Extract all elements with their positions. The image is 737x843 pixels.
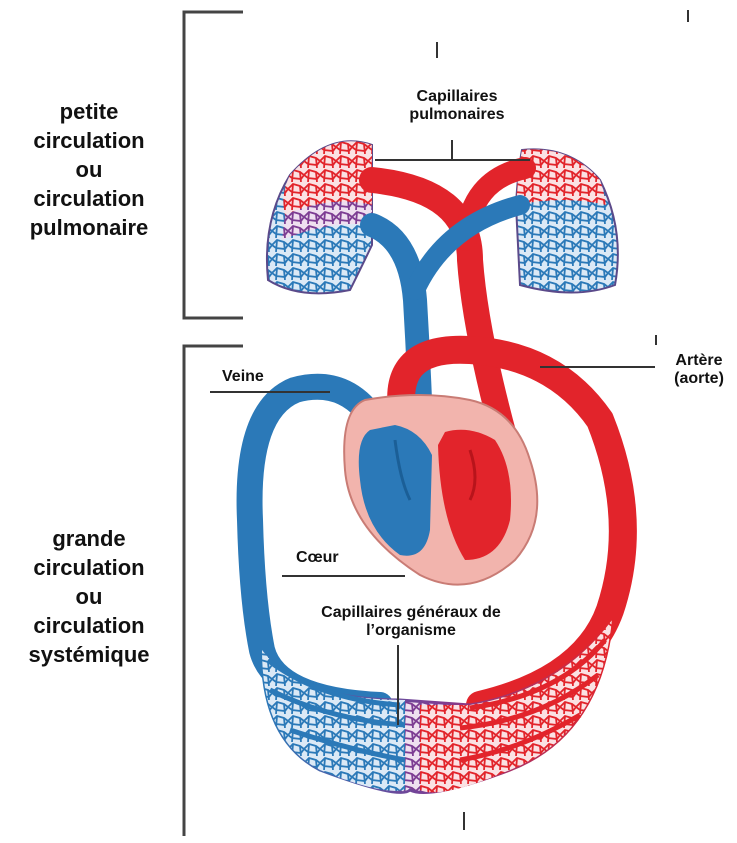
systemic-bracket: [184, 346, 243, 836]
vein-label: Veine: [222, 368, 264, 386]
left-lung: [267, 141, 372, 293]
systemic-circulation-label: grande circulation ou circulation systém…: [4, 524, 174, 669]
pulmonary-line-1: petite: [4, 97, 174, 126]
systemic-line-1: grande: [4, 524, 174, 553]
systemic-line-2: circulation: [4, 553, 174, 582]
systemic-line-5: systémique: [4, 640, 174, 669]
artery-label: Artère (aorte): [664, 352, 734, 389]
systemic-line-4: circulation: [4, 611, 174, 640]
body-capillaries: [262, 620, 612, 793]
pulmonary-circulation-label: petite circulation ou circulation pulmon…: [4, 97, 174, 242]
body-capillaries-line-2: l’organisme: [286, 622, 536, 640]
pulmonary-bracket: [184, 12, 243, 318]
pulmonary-line-4: circulation: [4, 184, 174, 213]
artery-line-1: Artère: [664, 352, 734, 370]
systemic-line-3: ou: [4, 582, 174, 611]
pulmonary-line-3: ou: [4, 155, 174, 184]
heart: [344, 395, 537, 585]
lung-capillaries-line-1: Capillaires: [392, 88, 522, 106]
heart-label: Cœur: [296, 549, 339, 567]
lung-capillaries-line-2: pulmonaires: [392, 106, 522, 124]
body-capillaries-line-1: Capillaires généraux de: [286, 604, 536, 622]
lung-capillaries-label: Capillaires pulmonaires: [392, 88, 522, 125]
artery-line-2: (aorte): [664, 370, 734, 388]
pulmonary-line-2: circulation: [4, 126, 174, 155]
body-capillaries-label: Capillaires généraux de l’organisme: [286, 604, 536, 641]
pulmonary-line-5: pulmonaire: [4, 213, 174, 242]
